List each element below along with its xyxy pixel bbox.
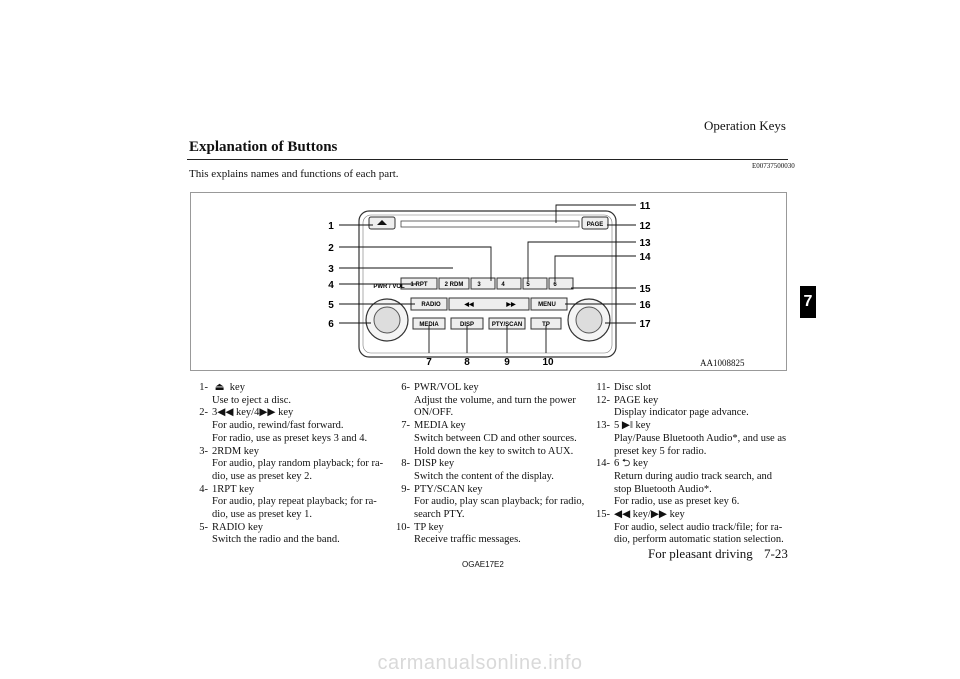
title-divider [187, 159, 788, 160]
key2-label: 2 RDM [445, 282, 464, 288]
eject-icon: ⏏ [214, 382, 225, 393]
eject-icon [377, 220, 387, 225]
intro-text: This explains names and functions of eac… [189, 168, 399, 180]
radio-key-label: RADIO [421, 302, 441, 308]
page-key-label: PAGE [587, 222, 604, 228]
key3-label: 3 [477, 282, 481, 288]
callout-7: 7 [426, 357, 432, 368]
chapter-tab: 7 [800, 286, 816, 318]
callout-14: 14 [639, 252, 651, 263]
callout-13: 13 [639, 238, 651, 249]
callout-4: 4 [328, 280, 334, 291]
pwr-vol-label: PWR / VOL [373, 284, 405, 290]
watermark: carmanualsonline.info [377, 652, 583, 674]
callout-10: 10 [542, 357, 554, 368]
section-code: E00737500030 [752, 162, 795, 170]
running-header: Operation Keys [704, 118, 786, 133]
key1-label: 1 RPT [410, 282, 427, 288]
seek-forward-icon: ▶▶ [505, 301, 516, 308]
section-title: Explanation of Buttons [189, 139, 338, 155]
callout-5: 5 [328, 300, 334, 311]
seek-back-icon: ◀◀ [463, 301, 474, 308]
callout-11: 11 [640, 201, 651, 212]
callout-12: 12 [639, 221, 651, 232]
key6-label: 6 [553, 282, 557, 288]
callout-1: 1 [328, 221, 334, 232]
callout-9: 9 [504, 357, 510, 368]
callout-2: 2 [328, 243, 334, 254]
callout-6: 6 [328, 319, 334, 330]
figure-id: AA1008825 [700, 358, 745, 368]
list-item: 11-Disc slot [596, 382, 652, 393]
key4-label: 4 [501, 282, 505, 288]
callout-16: 16 [639, 300, 651, 311]
audio-panel-figure: PAGE 1 RPT 2 RDM 3 4 5 6 PWR / VOL RADIO… [190, 192, 787, 371]
callout-17: 17 [639, 319, 651, 330]
callout-8: 8 [464, 357, 470, 368]
footer-code: OGAE17E2 [462, 560, 504, 569]
page-number: 7-23 [764, 546, 788, 561]
audio-panel-illustration: PAGE 1 RPT 2 RDM 3 4 5 6 PWR / VOL RADIO… [328, 201, 651, 368]
callout-15: 15 [639, 284, 651, 295]
menu-key-label: MENU [538, 302, 556, 308]
key5-label: 5 [526, 282, 530, 288]
footer-section: For pleasant driving [648, 546, 753, 561]
callout-3: 3 [328, 264, 334, 275]
